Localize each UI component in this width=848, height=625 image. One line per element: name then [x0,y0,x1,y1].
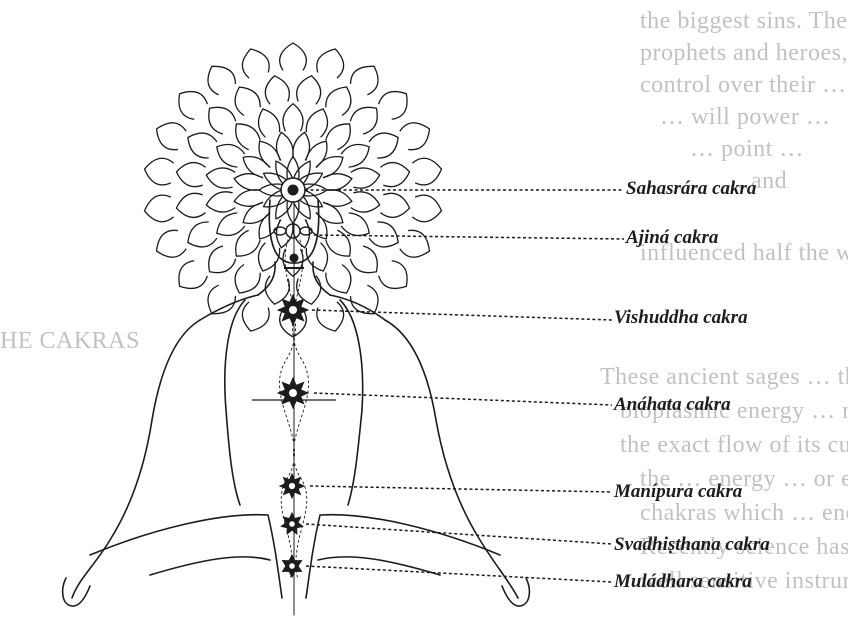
label-sahasrara: Sahasrára cakra [626,178,756,200]
lotus-petal [208,285,235,314]
lotus-petal [326,124,350,150]
lotus-petal [217,213,245,236]
chakra-center [289,521,296,528]
lotus-petal [209,246,236,273]
right-hand [502,578,529,606]
lotus-petal [145,158,174,185]
lotus-petal [242,302,269,331]
lotus-petal [179,261,207,289]
lotus-petal [369,222,398,247]
leader-vishuddha [312,310,612,320]
lotus-petal [176,163,205,187]
lotus-petal [179,92,207,120]
lotus-petal [350,107,377,134]
lotus-petal [379,92,407,120]
lotus-petal [297,76,321,105]
lotus-petal [283,104,303,131]
right-arm-outline [385,320,518,598]
label-svadhisthana: Svadhiṣthana cakra [614,534,770,556]
vishuddha-symbol [278,295,308,325]
lotus-petal [176,193,205,217]
label-muladhara: Muládhara cakra [614,571,752,593]
lotus-petal [265,276,289,305]
right-torso-outline [340,300,363,505]
lotus-petal [351,168,380,188]
lotus-petal [265,76,289,105]
leader-anahata [314,393,612,405]
lotus-petal [188,222,217,247]
leader-muladhara [306,566,612,582]
left-arm-outline [72,320,200,598]
seated-figure [63,190,530,615]
lotus-petal [351,285,378,314]
lotus-petal [369,133,398,158]
lotus-petal [326,265,351,294]
lotus-petal [242,49,269,78]
lotus-petal [412,158,441,185]
muladhara-symbol [283,555,302,577]
lotus-petal [380,193,409,217]
lotus-petal [206,192,235,212]
lotus-petal [351,66,378,95]
lotus-petal [379,261,407,289]
chakra-center [289,306,298,315]
lotus-petal [306,109,327,137]
left-hand [63,578,90,606]
lotus-petal [400,230,430,257]
lotus-petal [258,243,279,271]
lotus-petal [236,124,260,150]
manipura-symbol [280,474,304,498]
lotus-petal [317,49,344,78]
lotus-petal [208,66,235,95]
chakra-center [288,482,295,489]
lotus-petal [206,168,235,188]
leader-ajina [314,235,624,239]
lotus-petal [341,213,369,236]
label-manipura: Manípura cakra [614,481,742,503]
anahata-symbol [278,378,308,408]
leader-lines [305,190,624,582]
lotus-petal [157,230,187,257]
chakra-center [289,389,298,398]
leader-manipura [310,486,612,492]
lotus-petal [326,230,350,256]
sahasrara-center [288,185,298,195]
lotus-petal [400,123,430,150]
lotus-petal [235,265,260,294]
lotus-petal [188,133,217,158]
label-anahata: Anáhata cakra [614,394,731,416]
label-ajina: Ajiná cakra [626,227,718,249]
lotus-petal [209,107,236,134]
lotus-petal [380,163,409,187]
leader-svadhisthana [306,524,612,544]
lotus-petal [323,174,352,191]
lotus-petal [234,190,263,207]
lotus-petal [412,195,441,222]
label-vishuddha: Vishuddha cakra [614,307,748,329]
chakra-center [289,563,296,570]
lotus-petal [258,109,279,137]
lotus-petal [350,246,377,273]
lotus-petal [235,87,260,116]
lotus-petal [145,195,174,222]
lotus-petal [280,43,307,70]
svadhisthana-symbol [281,513,302,534]
lotus-petal [341,145,369,168]
lotus-petal [157,123,187,150]
lotus-petal [276,132,293,160]
left-torso-outline [225,300,245,505]
lotus-petal [317,302,344,331]
lotus-petal [236,230,260,256]
lotus-petal [351,192,380,212]
lotus-petal [217,145,245,168]
lotus-petal [326,87,351,116]
